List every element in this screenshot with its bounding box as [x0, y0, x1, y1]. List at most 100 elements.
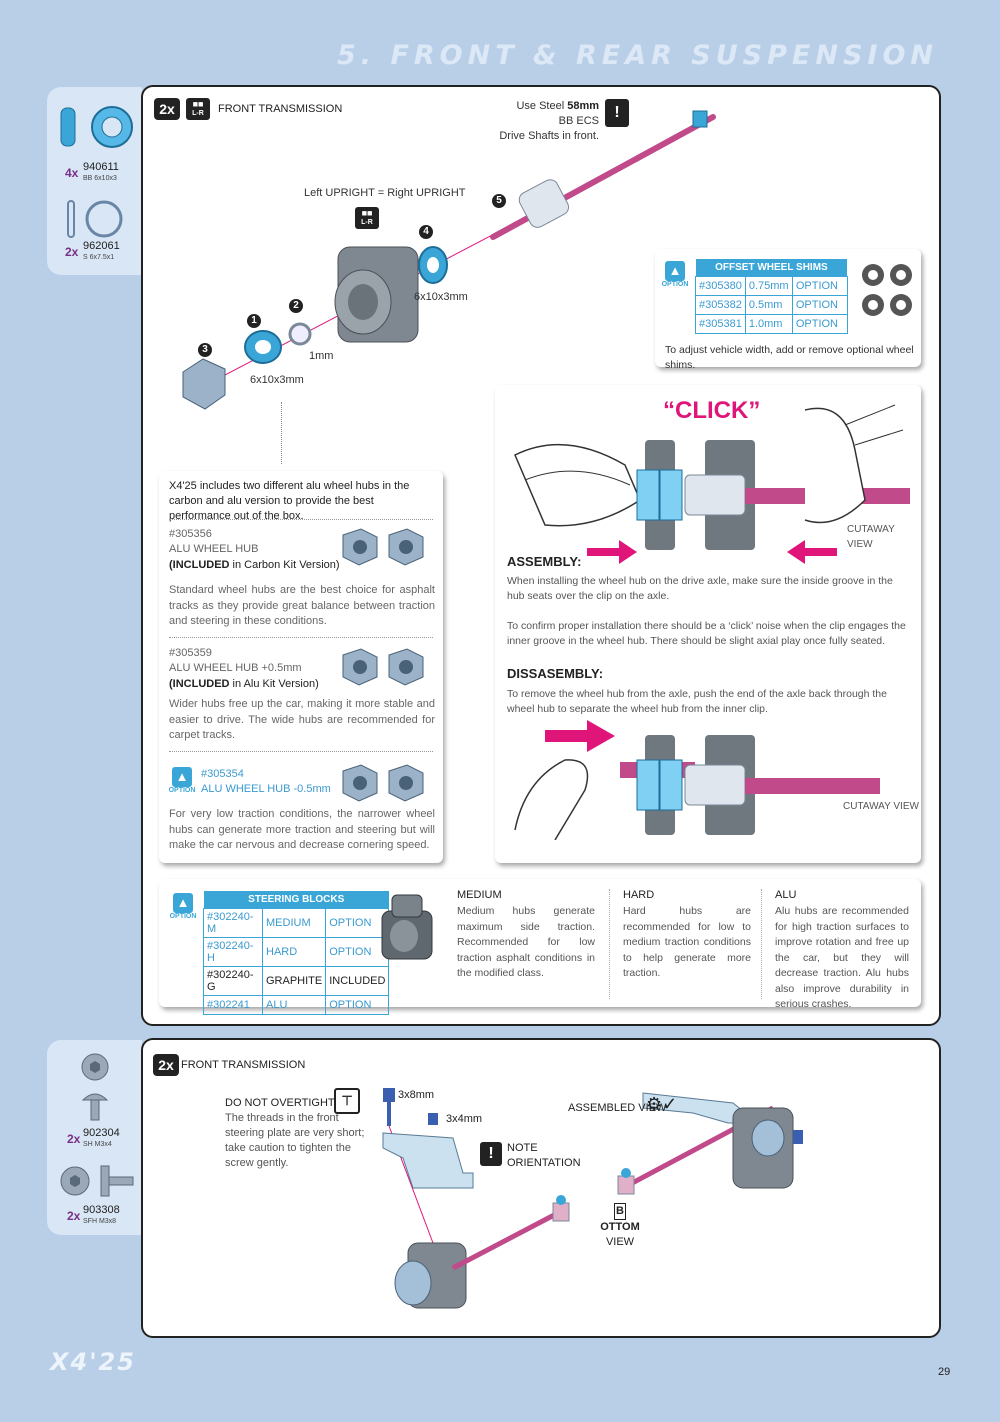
- callout-1: 1: [247, 314, 261, 328]
- hub-part-number: #305359: [169, 647, 212, 659]
- screw-size-label: 3x4mm: [446, 1113, 483, 1125]
- shim-size-label: 1mm: [309, 350, 334, 362]
- hub-image: [342, 528, 424, 566]
- cutaway-view-label: CUTAWAY VIEW: [847, 524, 895, 550]
- bearing-size-label: 6x10x3mm: [250, 374, 304, 386]
- assembly-text: To confirm proper installation there sho…: [507, 620, 906, 647]
- column-divider: [609, 889, 610, 999]
- page-number: 29: [938, 1366, 951, 1378]
- page-title: 5. FRONT & REAR SUSPENSION: [337, 40, 938, 71]
- step-quantity-badge: 2x: [154, 98, 180, 120]
- hub-part-number: #305356: [169, 528, 212, 540]
- exploded-hub-diagram: [182, 110, 716, 410]
- click-label: “CLICK”: [663, 397, 761, 424]
- wheel-shims-image: [862, 264, 912, 316]
- upright-lr-icon: ■■L-R: [355, 207, 379, 229]
- step1-title: FRONT TRANSMISSION: [218, 103, 343, 115]
- hub-part-number: #305354: [201, 768, 244, 780]
- hub-description: Wider hubs free up the car, making it mo…: [169, 698, 435, 741]
- left-right-icon: ■■L-R: [186, 98, 210, 120]
- option-badge: ▲OPTION: [168, 767, 196, 794]
- leader-line: [281, 402, 282, 464]
- steering-col-text: Hard hubs are recommended for low to med…: [623, 905, 751, 979]
- callout-3: 3: [198, 343, 212, 357]
- table-title: STEERING BLOCKS: [203, 891, 389, 909]
- thumbs-up-icon: ▲: [173, 893, 193, 913]
- torque-warning-icon: ⊤: [334, 1088, 360, 1114]
- steering-plate-assembly-diagram: [382, 1088, 803, 1309]
- assembled-view-label: ASSEMBLED VIEW: [568, 1102, 667, 1114]
- disassembly-title: DISSASEMBLY:: [507, 666, 604, 681]
- steering-block-image: [381, 894, 433, 960]
- divider: [169, 637, 433, 638]
- upright-part: [334, 246, 419, 343]
- option-badge: ▲OPTION: [661, 261, 689, 288]
- hub-image: [342, 648, 424, 686]
- steering-col-title: MEDIUM: [457, 889, 502, 901]
- assembly-box: “CLICK” CUTAWAY VIEW ASSEMBLY: When inst…: [495, 385, 921, 863]
- cutaway-disassembly-image: [514, 720, 880, 840]
- steering-col-title: ALU: [775, 889, 797, 901]
- hub-name: ALU WHEEL HUB +0.5mm: [169, 662, 302, 674]
- callout-4: 4: [419, 225, 433, 239]
- callout-2: 2: [289, 299, 303, 313]
- warning-text: The threads in the front steering plate …: [225, 1112, 365, 1169]
- table-title: OFFSET WHEEL SHIMS: [695, 259, 848, 277]
- hub-name: ALU WHEEL HUB -0.5mm: [201, 783, 331, 795]
- assembly-title: ASSEMBLY:: [507, 554, 582, 569]
- hubs-intro: X4'25 includes two different alu wheel h…: [169, 480, 410, 522]
- shims-note: To adjust vehicle width, add or remove o…: [665, 344, 914, 371]
- warning-title: DO NOT OVERTIGHTEN: [225, 1097, 350, 1109]
- step-quantity-badge: 2x: [153, 1054, 179, 1076]
- footer-logo: X4'25: [50, 1348, 136, 1376]
- divider: [169, 519, 433, 520]
- button-screw-icon: [81, 1093, 109, 1121]
- divider: [169, 751, 433, 752]
- gears-icon: ⚙✓: [646, 1094, 678, 1114]
- bearing-icon: [60, 106, 133, 148]
- hub-description: For very low traction conditions, the na…: [169, 808, 435, 851]
- parts-strip-bottom: 2x 902304 SH M3x4 2x 903308 SFH M3x8: [47, 1040, 142, 1235]
- cutaway-view-label: CUTAWAY VIEW: [843, 801, 919, 812]
- step1-panel: 2x ■■L-R FRONT TRANSMISSION Use Steel 58…: [141, 85, 941, 1026]
- push-arrow-right-icon: [787, 540, 837, 564]
- thumbs-up-icon: ▲: [172, 767, 192, 787]
- shim-icon: [67, 200, 123, 238]
- step2-title: FRONT TRANSMISSION: [181, 1059, 306, 1071]
- option-badge: ▲OPTION: [169, 893, 197, 920]
- part-screw-sh: 2x 902304 SH M3x4: [67, 1127, 120, 1148]
- disassembly-text: To remove the wheel hub from the axle, p…: [507, 688, 887, 715]
- column-divider: [761, 889, 762, 999]
- push-arrow-left-icon: [587, 540, 637, 564]
- assembly-text: When installing the wheel hub on the dri…: [507, 575, 893, 602]
- callout-5: 5: [492, 194, 506, 208]
- upright-note: Left UPRIGHT = Right UPRIGHT: [304, 187, 466, 199]
- parts-strip-top: 4x 940611 BB 6x10x3 2x 962061 S 6x7.5x1: [47, 87, 142, 275]
- part-screw-sfh: 2x 903308 SFH M3x8: [67, 1204, 120, 1225]
- steering-col-text: Medium hubs generate maximum side tracti…: [457, 905, 595, 979]
- screw-size-label: 3x8mm: [398, 1089, 435, 1101]
- steering-col-text: Alu hubs are recommended for high tracti…: [775, 905, 909, 1010]
- part-bearing: 4x 940611 BB 6x10x3: [65, 161, 119, 182]
- note-warning-icon: !: [480, 1142, 502, 1166]
- bearing-size-label: 6x10x3mm: [414, 291, 468, 303]
- hub-included: (INCLUDED in Carbon Kit Version): [169, 559, 340, 571]
- part-shim: 2x 962061 S 6x7.5x1: [65, 240, 120, 261]
- steering-col-title: HARD: [623, 889, 655, 901]
- warning-icon: !: [605, 99, 629, 127]
- hub-image: [342, 764, 424, 802]
- thumbs-up-icon: ▲: [665, 261, 685, 281]
- step2-panel: 2x FRONT TRANSMISSION DO NOT OVERTIGHTEN…: [141, 1038, 941, 1338]
- wheel-hubs-box: X4'25 includes two different alu wheel h…: [159, 471, 443, 863]
